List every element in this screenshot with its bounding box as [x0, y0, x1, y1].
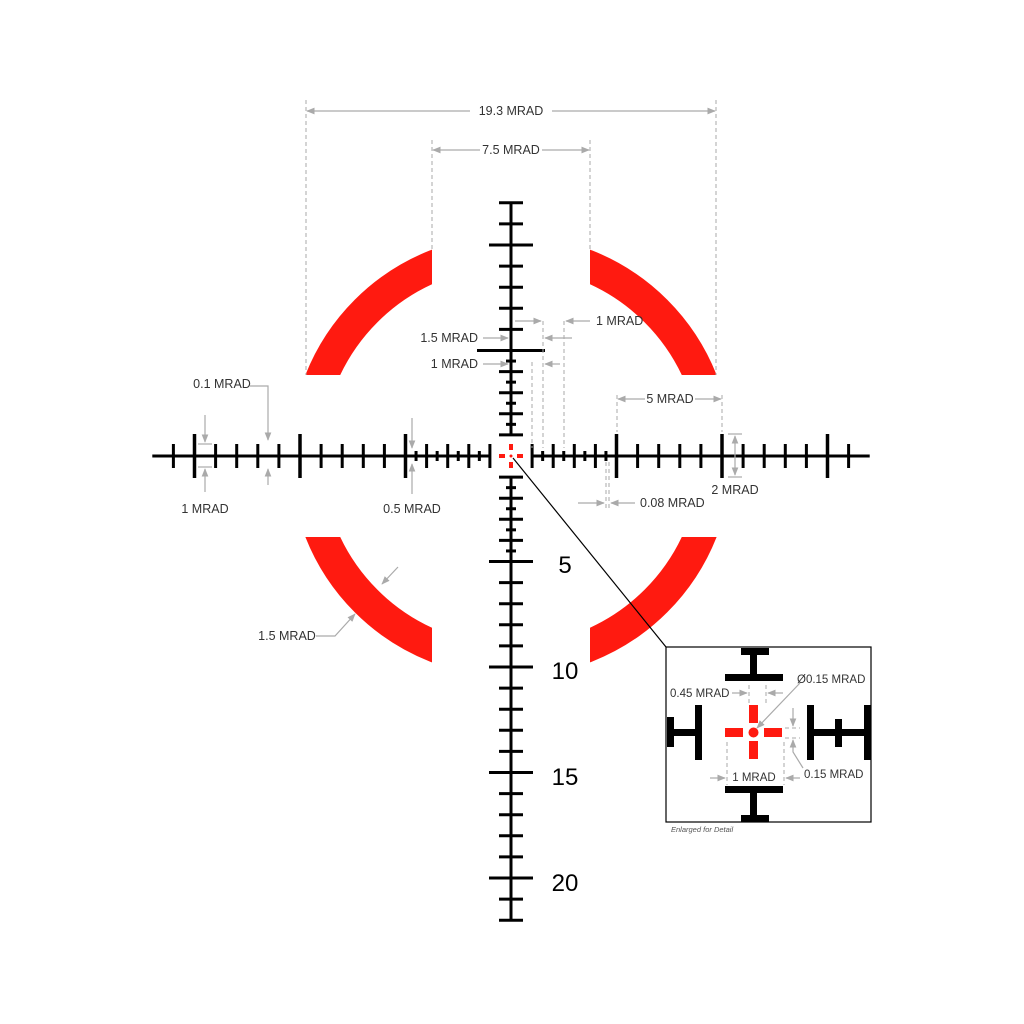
elevation-number-20: 20 — [552, 870, 579, 897]
svg-text:7.5 MRAD: 7.5 MRAD — [482, 143, 540, 157]
svg-text:0.1 MRAD: 0.1 MRAD — [193, 377, 251, 391]
inset-red-cross — [725, 705, 782, 759]
dimension-ring-thickness: 1.5 MRAD — [258, 566, 399, 643]
elevation-number-10: 10 — [552, 658, 579, 685]
dimension-fine-tick: 0.1 MRAD — [193, 377, 272, 485]
svg-text:1 MRAD: 1 MRAD — [596, 314, 643, 328]
svg-text:Ø0.15 MRAD: Ø0.15 MRAD — [797, 674, 865, 686]
dimension-inner-span: 7.5 MRAD — [431, 140, 591, 250]
elevation-number-15: 15 — [552, 764, 579, 791]
dimension-horizontal-spacing: 5 MRAD — [616, 392, 723, 432]
svg-text:1.5 MRAD: 1.5 MRAD — [258, 629, 316, 643]
dimension-vertical-spacing: 1.5 MRAD 1 MRAD 1 MRAD — [420, 314, 643, 448]
svg-text:0.5 MRAD: 0.5 MRAD — [383, 502, 441, 516]
reticle-ticks — [152, 201, 870, 922]
svg-text:1 MRAD: 1 MRAD — [431, 357, 478, 371]
detail-inset: 0.45 MRAD Ø0.15 MRAD 0.15 MRAD 1 MRAD En… — [665, 646, 872, 834]
svg-text:1 MRAD: 1 MRAD — [181, 502, 228, 516]
inset-reticle-posts — [667, 648, 871, 822]
svg-text:0.08 MRAD: 0.08 MRAD — [640, 496, 705, 510]
dimension-line-thickness: 0.08 MRAD — [578, 462, 705, 510]
elevation-number-5: 5 — [558, 552, 571, 579]
svg-text:5 MRAD: 5 MRAD — [646, 392, 693, 406]
dimension-half-tick: 0.5 MRAD — [383, 418, 441, 516]
svg-text:19.3 MRAD: 19.3 MRAD — [479, 104, 544, 118]
inset-leader-line — [512, 457, 667, 648]
svg-text:1 MRAD: 1 MRAD — [732, 772, 775, 784]
inset-caption: Enlarged for Detail — [671, 825, 733, 834]
svg-text:1.5 MRAD: 1.5 MRAD — [420, 331, 478, 345]
svg-text:0.45 MRAD: 0.45 MRAD — [670, 688, 729, 700]
dimension-tick-height: 2 MRAD — [711, 433, 759, 497]
dimension-left-tick-height: 1 MRAD — [181, 415, 229, 516]
center-aiming-point — [499, 444, 523, 468]
dimension-outer-span: 19.3 MRAD — [305, 100, 717, 375]
svg-text:0.15 MRAD: 0.15 MRAD — [804, 769, 863, 781]
svg-text:2 MRAD: 2 MRAD — [711, 483, 758, 497]
